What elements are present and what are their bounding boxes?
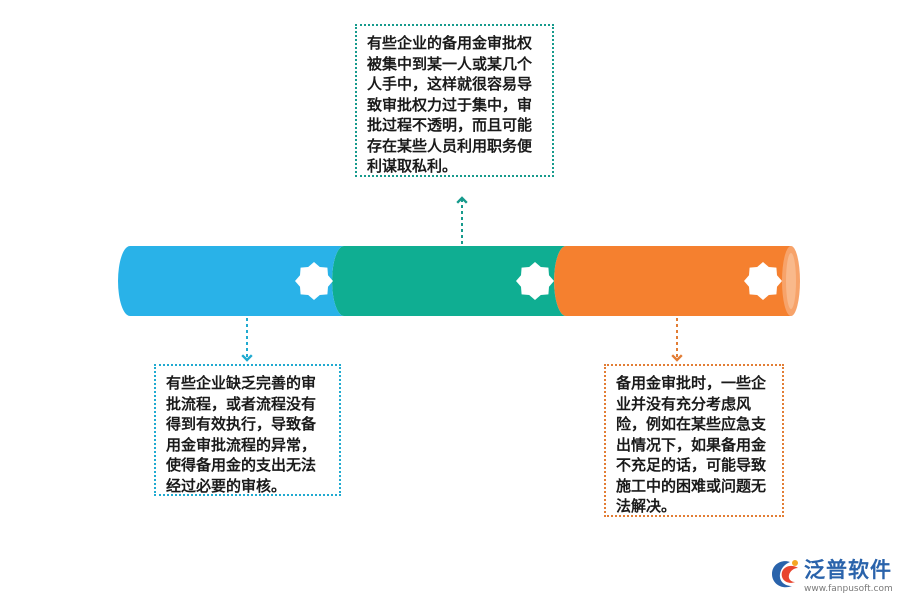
logo-text: 泛普软件 [804, 558, 892, 582]
note-top-centralized-approval: 有些企业的备用金审批权被集中到某一人或某几个人手中，这样就很容易导致审批权力过于… [355, 24, 554, 177]
gear-icon [295, 262, 333, 300]
logo-url: www.fanpusoft.com [804, 584, 893, 594]
note-left-approval-process: 有些企业缺乏完善的审批流程，或者流程没有得到有效执行，导致备用金审批流程的异常，… [154, 364, 341, 496]
gear-icon [744, 262, 782, 300]
brand-logo: 泛普软件 www.fanpusoft.com [768, 552, 898, 598]
note-right-risk-consideration: 备用金审批时，一些企业并没有充分考虑风险，例如在某些应急支出情况下，如果备用金不… [604, 364, 784, 517]
segment-green [332, 246, 566, 316]
gear-icon [516, 262, 554, 300]
segment-blue [118, 246, 344, 316]
segment-orange [554, 246, 800, 316]
logo-icon [772, 560, 798, 588]
